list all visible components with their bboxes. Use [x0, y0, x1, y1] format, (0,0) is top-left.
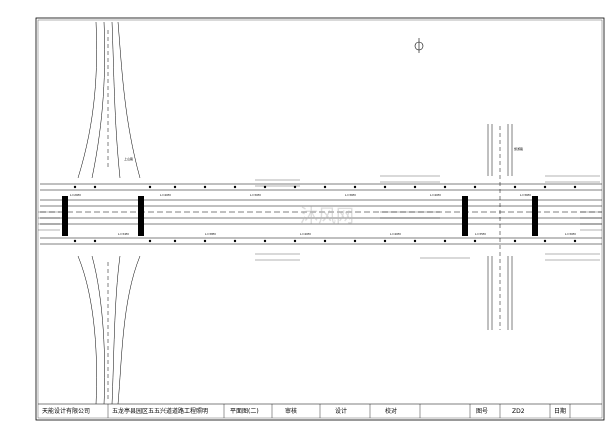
lamp-poles [73, 185, 577, 243]
north-arrow-icon [414, 38, 424, 53]
tb-label-date: 日期 [554, 407, 566, 415]
lamp-pole-icon [353, 239, 357, 243]
lamp-pole-icon [413, 185, 417, 189]
segment-length-label: L=30M [565, 232, 576, 236]
lamp-pole-icon [203, 239, 207, 243]
lamp-pole-icon [233, 239, 237, 243]
segment-length-label: L=26M [70, 193, 81, 197]
segment-length-label: L=40M [430, 193, 441, 197]
tb-label-check: 校对 [385, 407, 397, 415]
lamp-pole-icon [148, 239, 152, 243]
lamp-pole-icon [73, 185, 77, 189]
tb-project: 五龙亭县园区五五兴道道路工程照明 [112, 407, 208, 415]
lamp-pole-icon [573, 185, 577, 189]
lamp-pole-icon [73, 239, 77, 243]
segment-length-label: L=35M [475, 232, 486, 236]
lamp-pole-icon [443, 185, 447, 189]
segment-length-label: L=40M [300, 232, 311, 236]
tb-label-design: 设计 [335, 407, 347, 415]
tb-label-review: 审核 [285, 407, 297, 415]
side-road-label-left: 上山路 [124, 156, 133, 161]
segment-length-label: L=38M [205, 232, 216, 236]
lamp-pole-icon [323, 185, 327, 189]
annotation-leaders [255, 175, 600, 261]
lamp-pole-icon [573, 239, 577, 243]
lamp-pole-icon [263, 239, 267, 243]
lamp-pole-icon [513, 239, 517, 243]
lamp-pole-icon [383, 239, 387, 243]
lamp-pole-icon [323, 239, 327, 243]
left-cross-road [77, 21, 141, 405]
right-cross-road [487, 124, 513, 330]
lamp-pole-icon [93, 239, 97, 243]
watermark-text: 沐风网 [300, 206, 354, 227]
lamp-pole-icon [543, 185, 547, 189]
lamp-pole-icon [173, 239, 177, 243]
lamp-pole-icon [173, 185, 177, 189]
segment-length-label: L=40M [390, 232, 401, 236]
tb-sheet-name: 平面图(二) [230, 408, 259, 415]
lamp-pole-icon [203, 185, 207, 189]
side-road-label-right: 旅游路 [514, 146, 523, 151]
lamp-pole-icon [293, 239, 297, 243]
lamp-pole-icon [473, 239, 477, 243]
lamp-pole-icon [93, 185, 97, 189]
lamp-pole-icon [293, 185, 297, 189]
lamp-pole-icon [473, 185, 477, 189]
outer-frame [35, 17, 605, 421]
lamp-pole-icon [413, 239, 417, 243]
tb-company: 天能设计有限公司 [42, 407, 90, 415]
left-side-callouts [38, 211, 60, 231]
tb-drawing-no: ZD2 [512, 408, 525, 415]
lamp-pole-icon [543, 239, 547, 243]
lamp-pole-icon [383, 185, 387, 189]
segment-length-label: L=36M [520, 193, 531, 197]
segment-length-label: L=36M [345, 193, 356, 197]
lamp-pole-icon [513, 185, 517, 189]
main-road [40, 183, 602, 245]
lamp-pole-icon [443, 239, 447, 243]
segment-length-labels: L=26M L=34M L=40M L=38M L=30M L=40M L=36M L=40M… [70, 193, 576, 236]
tb-label-drawing-no: 图号 [476, 408, 488, 415]
right-side-callouts [580, 211, 602, 231]
lamp-pole-icon [148, 185, 152, 189]
segment-length-label: L=30M [250, 193, 261, 197]
segment-length-label: L=34M [118, 232, 129, 236]
lamp-pole-icon [353, 185, 357, 189]
title-block: 天能设计有限公司 五龙亭县园区五五兴道道路工程照明 平面图(二) 审核 设计 校… [38, 403, 602, 418]
segment-length-label: L=40M [160, 193, 171, 197]
lamp-pole-icon [233, 185, 237, 189]
lamp-pole-icon [263, 185, 267, 189]
crosswalks [62, 196, 538, 236]
